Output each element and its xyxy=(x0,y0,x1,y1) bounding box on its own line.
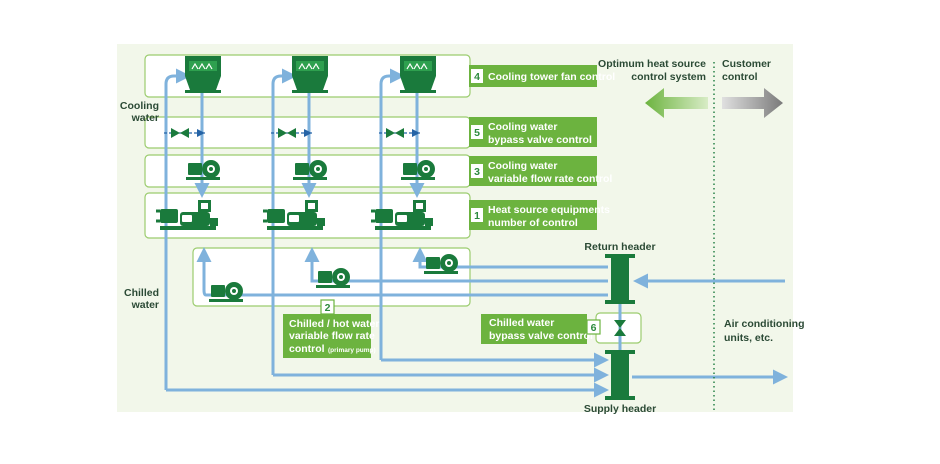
chilled-bypass-valve-control: Chilled water bypass valve control 6 xyxy=(481,314,601,344)
cooling-bypass-valve-control: 5 Cooling water bypass valve control xyxy=(469,117,597,147)
heat-source-count-control: 1 Heat source equipments number of contr… xyxy=(469,200,610,230)
svg-text:(primary pump): (primary pump) xyxy=(328,347,376,354)
svg-text:Customer: Customer xyxy=(722,58,771,70)
svg-text:3: 3 xyxy=(474,166,480,178)
svg-text:water: water xyxy=(131,299,159,311)
return-header-label: Return header xyxy=(584,241,655,253)
svg-text:Optimum heat source: Optimum heat source xyxy=(598,58,706,70)
svg-text:Cooling: Cooling xyxy=(120,100,159,112)
cooling-tower-fan-control: 4 Cooling tower fan control xyxy=(469,65,615,87)
left-arrow-icon xyxy=(645,88,708,118)
svg-text:Air conditioning: Air conditioning xyxy=(724,318,805,330)
chilled-water-label: Chilled water xyxy=(124,287,159,311)
svg-text:Heat source equipments: Heat source equipments xyxy=(488,204,610,216)
svg-text:bypass valve control: bypass valve control xyxy=(488,134,592,146)
svg-text:number of control: number of control xyxy=(488,217,578,229)
cooling-tower-icon xyxy=(184,55,222,94)
svg-text:Chilled water: Chilled water xyxy=(489,317,554,329)
return-header-icon xyxy=(605,254,635,304)
svg-text:Cooling water: Cooling water xyxy=(488,160,557,172)
chilled-water-pipes xyxy=(196,247,788,385)
svg-text:6: 6 xyxy=(591,322,597,334)
cooling-tower-icon xyxy=(291,55,329,94)
cooling-flow-rate-control: 3 Cooling water variable flow rate contr… xyxy=(469,156,612,186)
svg-text:2: 2 xyxy=(325,302,331,314)
svg-text:control: control xyxy=(722,71,758,83)
cooling-tower-icon xyxy=(399,55,437,94)
right-arrow-icon xyxy=(722,88,783,118)
svg-text:Cooling water: Cooling water xyxy=(488,121,557,133)
svg-text:1: 1 xyxy=(474,210,480,222)
bypass-valve-icon xyxy=(614,320,626,336)
air-conditioning-label: Air conditioning units, etc. xyxy=(724,318,805,344)
chilled-hot-water-flow-control: 2 Chilled / hot water variable flow rate… xyxy=(283,299,379,358)
svg-text:water: water xyxy=(131,112,159,124)
svg-text:control system: control system xyxy=(631,71,706,83)
svg-text:Chilled / hot water: Chilled / hot water xyxy=(289,318,379,330)
supply-header-icon xyxy=(605,350,635,400)
customer-control-label: Customer control xyxy=(722,58,771,83)
cooling-water-pipes xyxy=(164,68,609,398)
cooling-bypass-valves xyxy=(164,128,420,138)
svg-text:bypass valve control: bypass valve control xyxy=(489,330,593,342)
svg-text:variable flow rate: variable flow rate xyxy=(289,330,375,342)
svg-text:Cooling tower fan control: Cooling tower fan control xyxy=(488,71,615,83)
optimum-system-label: Optimum heat source control system xyxy=(598,58,706,83)
cooling-water-label: Cooling water xyxy=(120,100,159,124)
svg-text:Chilled: Chilled xyxy=(124,287,159,299)
svg-text:4: 4 xyxy=(474,71,480,83)
supply-header-label: Supply header xyxy=(584,403,656,415)
svg-text:control: control xyxy=(289,343,325,355)
svg-text:5: 5 xyxy=(474,127,480,139)
svg-text:units, etc.: units, etc. xyxy=(724,332,773,344)
svg-text:variable flow rate control: variable flow rate control xyxy=(488,173,612,185)
